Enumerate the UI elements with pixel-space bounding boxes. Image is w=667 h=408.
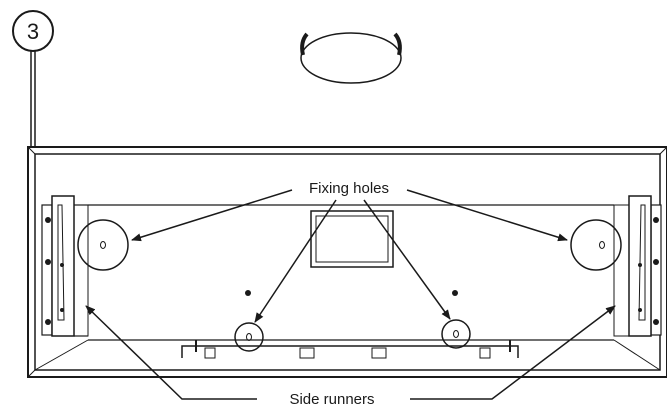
badge-leader-line [30, 51, 36, 146]
arrow-to-right-hole [406, 189, 568, 242]
left-side-runner [41, 195, 89, 337]
arrow-to-center-right-hole [363, 199, 451, 320]
arrow-to-left-hole [131, 189, 293, 242]
top-opening [300, 32, 402, 84]
fixing-hole-center-left [234, 322, 264, 352]
fixing-holes-label: Fixing holes [309, 180, 389, 197]
side-runners-callout: Side runners [85, 305, 616, 408]
top-opening-ellipse [300, 32, 402, 84]
arrow-to-left-runner [85, 305, 257, 400]
fixing-hole-right [570, 219, 622, 271]
back-panel [34, 204, 661, 371]
side-runners-label: Side runners [289, 391, 374, 408]
step-number: 3 [27, 19, 39, 44]
fixing-hole-center-right [441, 319, 471, 349]
arrow-to-center-left-hole [254, 199, 337, 323]
top-opening-right-bracket [393, 32, 402, 56]
fixing-hole-left [77, 219, 129, 271]
step-badge: 3 [12, 10, 54, 52]
fixing-holes-callout: Fixing holes [131, 180, 568, 323]
right-side-runner [613, 195, 662, 337]
arrow-to-right-runner [410, 305, 616, 400]
step-circle [12, 10, 54, 52]
bottom-bracket [181, 340, 519, 359]
top-opening-left-bracket [300, 32, 309, 56]
screw-dots [245, 290, 458, 296]
